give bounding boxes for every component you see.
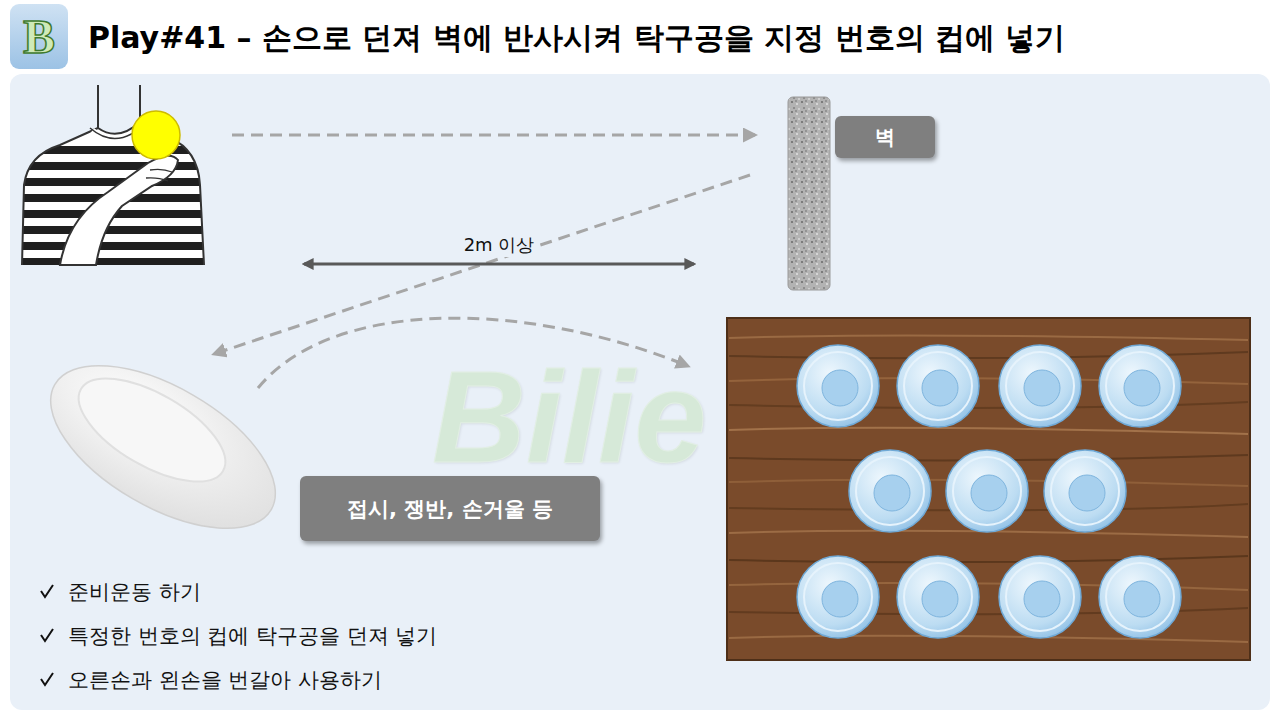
distance-label: 2m 이상 [460, 233, 539, 257]
checklist-item: 오른손과 왼손을 번갈아 사용하기 [68, 666, 382, 694]
wooden-table-part-part [729, 636, 1248, 642]
cups-part [849, 450, 931, 532]
wall [788, 97, 830, 290]
label-box: 접시, 쟁반, 손거울 등 [300, 476, 600, 541]
plate-part [25, 333, 302, 562]
throw-arrows-part [214, 175, 750, 354]
cups-part [1099, 556, 1181, 638]
cups-part [1044, 450, 1126, 532]
person-figure-part [132, 111, 180, 159]
box-text: B [23, 9, 55, 64]
throw-arrows-part [232, 134, 755, 137]
person-figure-part-part [0, 258, 220, 266]
cups [797, 345, 1181, 638]
check-marks [41, 585, 53, 685]
check-marks-part [41, 629, 53, 641]
watermark: Bilie [432, 352, 707, 482]
wooden-table-part [727, 318, 1250, 660]
wooden-table-part [729, 335, 1248, 642]
wooden-table-part-part [729, 428, 1248, 434]
check-marks-part [41, 585, 53, 597]
wooden-table-part-part [729, 335, 1248, 340]
wooden-table [727, 318, 1250, 660]
person-figure-part [60, 156, 178, 265]
person-figure-part [97, 85, 99, 130]
checklist-item: 준비운동 하기 [68, 578, 201, 606]
person-figure-part-part [0, 178, 220, 186]
badge-box: B [10, 4, 68, 69]
throw-arrows [214, 135, 755, 388]
box-text: 벽 [875, 124, 895, 151]
cups-part [897, 556, 979, 638]
check-marks-part [41, 673, 53, 685]
cups-part [999, 345, 1081, 427]
plate-part [63, 358, 241, 502]
wooden-table-part-part [729, 556, 1248, 562]
cups-part [797, 345, 879, 427]
person-figure-part-part [0, 226, 220, 234]
cups-part [797, 556, 879, 638]
box-text: 접시, 쟁반, 손거울 등 [347, 495, 553, 523]
checklist-item: 특정한 번호의 컵에 탁구공을 던져 넣기 [68, 622, 437, 650]
cups-part [1099, 345, 1181, 427]
page-title: Play#41 – 손으로 던져 벽에 반사시켜 탁구공을 지정 번호의 컵에 … [88, 18, 1065, 59]
text-stack: 벽 [875, 124, 895, 151]
plate [25, 333, 302, 562]
panel [10, 74, 1270, 710]
cups-part [946, 450, 1028, 532]
cups-part [897, 345, 979, 427]
person-figure-part-part [0, 242, 220, 250]
label-box: 벽 [835, 116, 935, 158]
cups-part [999, 556, 1081, 638]
person-figure [0, 85, 220, 266]
person-figure-part [146, 169, 172, 181]
text-stack: B [23, 9, 55, 64]
dimension-arrow [304, 263, 694, 266]
text-stack: 접시, 쟁반, 손거울 등 [347, 495, 553, 523]
